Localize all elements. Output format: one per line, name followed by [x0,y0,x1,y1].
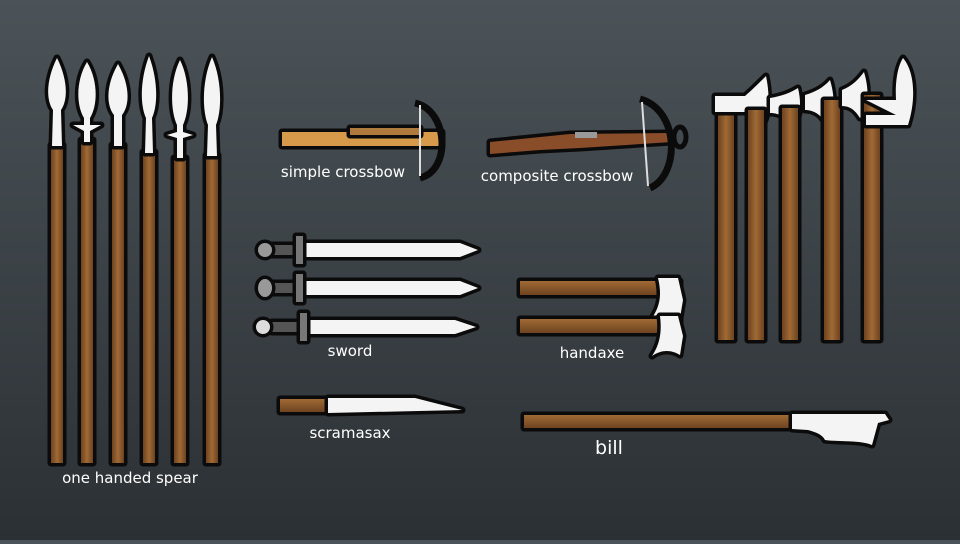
label-sword: sword [327,342,373,360]
sword-2 [254,270,482,306]
handaxe-2 [516,312,687,360]
sword-1 [254,232,482,268]
spear-4 [138,52,160,467]
label-one-handed-spear: one handed spear [62,469,198,487]
scramasax [276,394,466,417]
spears-group [44,52,224,467]
simple-crossbow [278,99,446,182]
handaxe-1 [516,274,687,322]
handaxes-group [516,274,687,360]
spear-5 [163,56,197,467]
swords-group [252,232,482,345]
spear-1 [44,54,70,467]
axes-group [711,54,917,344]
spear-6 [200,53,224,467]
label-scramasax: scramasax [309,424,391,442]
axe-4 [820,68,871,344]
label-bill: bill [595,437,623,459]
spear-3 [105,60,131,467]
spear-2 [69,58,105,467]
axe-5 [860,54,917,344]
label-composite-crossbow: composite crossbow [480,167,634,185]
label-handaxe: handaxe [559,344,625,362]
composite-crossbow [486,95,689,192]
sword-3 [252,309,480,345]
bill [520,410,893,449]
label-simple-crossbow: simple crossbow [280,163,406,181]
